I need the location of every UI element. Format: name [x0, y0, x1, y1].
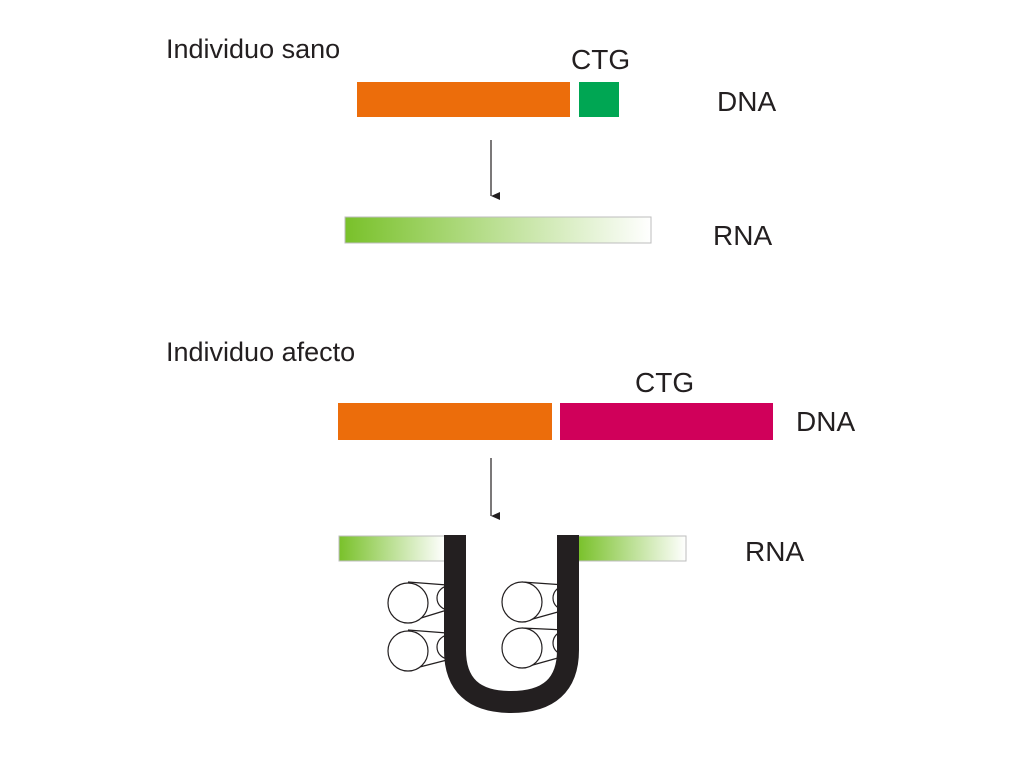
affected-rna-left-segment [338, 535, 446, 562]
healthy-dna-flank [357, 82, 570, 117]
healthy-rna-label: RNA [713, 220, 773, 251]
healthy-title: Individuo sano [166, 34, 341, 64]
affected-title: Individuo afecto [166, 337, 356, 367]
healthy-ctg-label: CTG [571, 44, 631, 75]
affected-ctg-label: CTG [635, 367, 695, 398]
healthy-rna-bar [344, 216, 652, 244]
affected-dna-flank [338, 403, 552, 440]
healthy-dna-label: DNA [717, 86, 777, 117]
affected-dna-label: DNA [796, 406, 856, 437]
ctg-hairpin-loop [444, 535, 579, 714]
affected-rna-label: RNA [745, 536, 805, 567]
healthy-ctg-repeat [579, 82, 619, 117]
affected-ctg-expanded-repeat [560, 403, 773, 440]
affected-rna-right-segment [577, 535, 687, 562]
